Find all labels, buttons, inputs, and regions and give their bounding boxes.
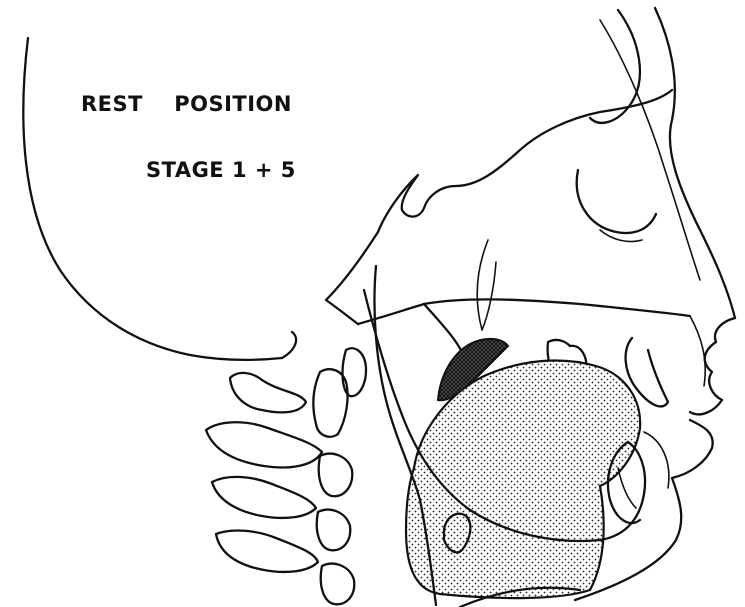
vertebra-c3-body (319, 454, 353, 497)
soft-palate (424, 304, 462, 352)
nose-outline (705, 318, 735, 400)
nasal-bone-line (600, 20, 700, 280)
vertebra-c5-body (321, 564, 355, 605)
vertebra-c4-body (317, 510, 351, 551)
sella-turcica (378, 90, 672, 232)
vertebra-c5 (216, 531, 318, 572)
figure-title: REST POSITION (81, 92, 292, 116)
stage-label: STAGE 1 + 5 (146, 158, 296, 182)
vertebra-c3 (206, 422, 322, 467)
vertebra-c2-body (343, 348, 366, 396)
vertebra-c1 (230, 373, 306, 412)
pterygomaxillary-fissure (477, 240, 496, 330)
maxilla-anterior (690, 316, 705, 386)
chin-soft-tissue (644, 432, 669, 488)
skull-outline (23, 38, 282, 360)
forehead-profile (655, 8, 735, 318)
orbit-contour (577, 170, 656, 233)
hard-palate (424, 299, 690, 316)
upper-lip (690, 400, 722, 414)
lower-incisor-root (618, 468, 636, 508)
occipital-base (282, 332, 296, 358)
vertebra-c4 (212, 477, 316, 518)
